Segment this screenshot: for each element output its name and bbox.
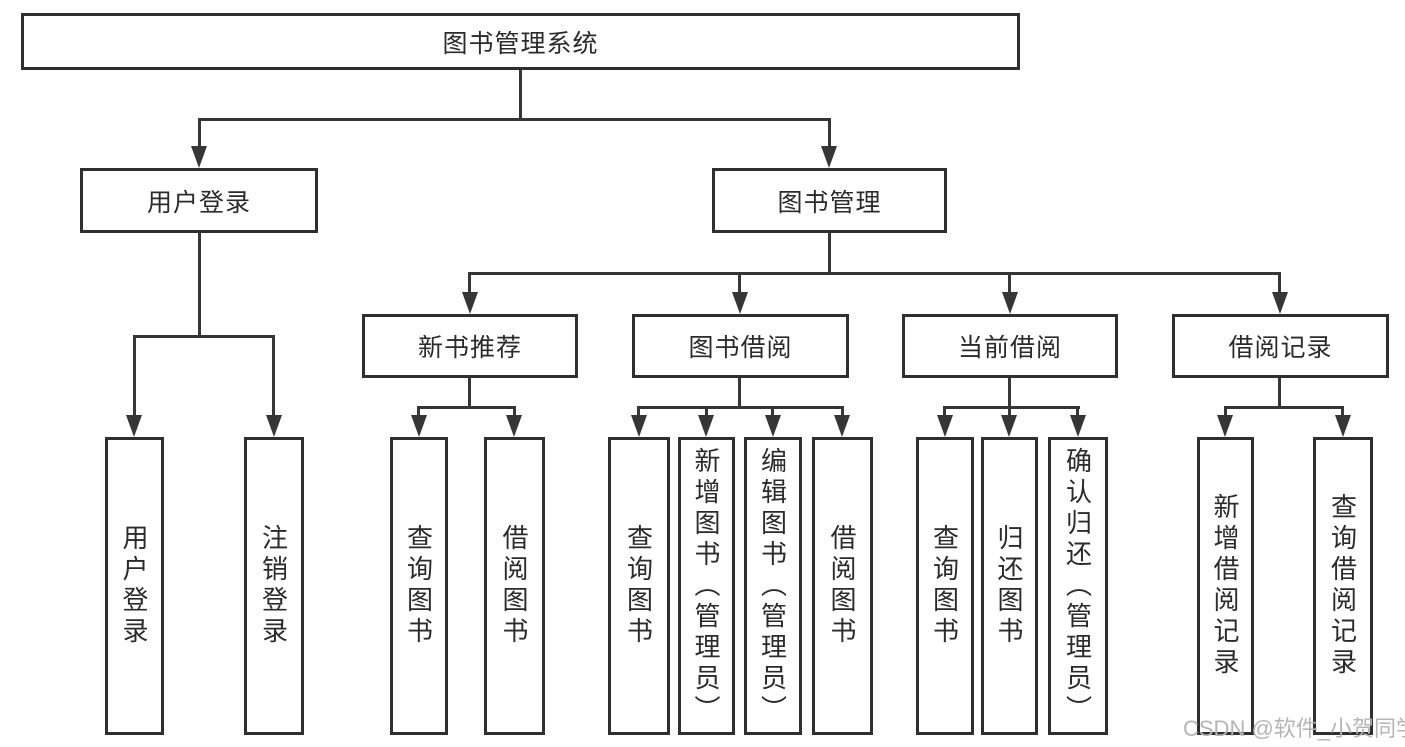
node-root-library-system: 图书管理系统 — [21, 13, 1020, 70]
node-book-management: 图书管理 — [712, 168, 947, 233]
connector-arrow-down — [266, 415, 282, 437]
leaf-borrow-books: 借阅图书 — [812, 437, 873, 735]
leaf-label: 归还图书 — [994, 524, 1024, 648]
leaf-confirm-return-admin: 确认归还（管理员） — [1048, 437, 1108, 735]
watermark: CSDN @软件_小贺同学 — [1183, 716, 1405, 741]
leaf-logout: 注销登录 — [244, 437, 304, 735]
connector-line — [133, 335, 275, 338]
connector-line — [637, 406, 844, 409]
connector-line — [198, 233, 201, 338]
connector-line — [1224, 406, 1227, 417]
leaf-query-borrow-record: 查询借阅记录 — [1313, 437, 1373, 735]
connector-arrow-down — [506, 415, 522, 437]
connector-arrow-down — [1001, 415, 1017, 437]
connector-line — [468, 272, 1281, 275]
leaf-user-login: 用户登录 — [105, 437, 164, 735]
leaf-label: 编辑图书（管理员） — [757, 446, 788, 726]
connector-arrow-down — [1002, 292, 1018, 314]
connector-line — [828, 233, 831, 275]
connector-arrow-down — [191, 146, 207, 168]
connector-line — [943, 406, 946, 417]
connector-line — [771, 406, 774, 417]
node-borrow-records: 借阅记录 — [1172, 314, 1389, 378]
connector-line — [198, 118, 201, 148]
node-new-book-recommend: 新书推荐 — [362, 314, 578, 378]
connector-arrow-down — [765, 415, 781, 437]
connector-arrow-down — [1335, 415, 1351, 437]
connector-arrow-down — [834, 415, 850, 437]
leaf-label: 查询图书 — [929, 524, 960, 648]
leaf-label: 查询图书 — [403, 524, 434, 648]
leaf-edit-book-admin: 编辑图书（管理员） — [744, 437, 802, 735]
leaf-label: 新增图书（管理员） — [691, 446, 721, 726]
leaf-query-books-borrow: 查询图书 — [608, 437, 670, 735]
leaf-return-book: 归还图书 — [981, 437, 1038, 735]
connector-line — [738, 378, 741, 409]
connector-arrow-down — [462, 292, 478, 314]
connector-line — [468, 272, 471, 294]
connector-line — [828, 118, 831, 148]
connector-line — [519, 70, 522, 121]
leaf-label: 新增借阅记录 — [1210, 493, 1240, 679]
connector-line — [705, 406, 708, 417]
node-user-login: 用户登录 — [80, 168, 318, 233]
connector-arrow-down — [411, 415, 427, 437]
connector-arrow-down — [732, 292, 748, 314]
connector-line — [198, 118, 831, 121]
connector-line — [738, 272, 741, 294]
connector-line — [272, 335, 275, 417]
leaf-label: 注销登录 — [258, 524, 289, 648]
connector-line — [468, 378, 471, 409]
leaf-add-borrow-record: 新增借阅记录 — [1197, 437, 1254, 735]
connector-arrow-down — [631, 415, 647, 437]
connector-line — [417, 406, 516, 409]
connector-line — [1341, 406, 1344, 417]
leaf-label: 查询借阅记录 — [1327, 493, 1358, 679]
connector-line — [637, 406, 640, 417]
leaf-label: 确认归还（管理员） — [1062, 446, 1093, 726]
leaf-label: 借阅图书 — [827, 524, 857, 648]
connector-line — [1076, 406, 1079, 417]
connector-line — [417, 406, 420, 417]
connector-line — [943, 406, 1080, 409]
leaf-label: 用户登录 — [119, 524, 149, 648]
connector-line — [1224, 406, 1344, 409]
connector-line — [513, 406, 516, 417]
node-book-borrow: 图书借阅 — [632, 314, 849, 378]
connector-line — [841, 406, 844, 417]
leaf-label: 借阅图书 — [499, 524, 529, 648]
node-current-borrow: 当前借阅 — [902, 314, 1118, 378]
connector-line — [133, 335, 136, 417]
connector-arrow-down — [821, 146, 837, 168]
connector-line — [1278, 272, 1281, 294]
leaf-query-books-recommend: 查询图书 — [390, 437, 448, 735]
connector-arrow-down — [1070, 415, 1086, 437]
connector-line — [1008, 272, 1011, 294]
connector-arrow-down — [1217, 415, 1233, 437]
connector-arrow-down — [698, 415, 714, 437]
leaf-query-books-current: 查询图书 — [916, 437, 974, 735]
connector-line — [1008, 378, 1011, 409]
connector-line — [1278, 378, 1281, 409]
connector-arrow-down — [937, 415, 953, 437]
leaf-label: 查询图书 — [623, 524, 654, 648]
leaf-add-book-admin: 新增图书（管理员） — [678, 437, 735, 735]
connector-arrow-down — [126, 415, 142, 437]
connector-arrow-down — [1272, 292, 1288, 314]
leaf-borrow-books-recommend: 借阅图书 — [484, 437, 545, 735]
connector-line — [1008, 406, 1011, 417]
